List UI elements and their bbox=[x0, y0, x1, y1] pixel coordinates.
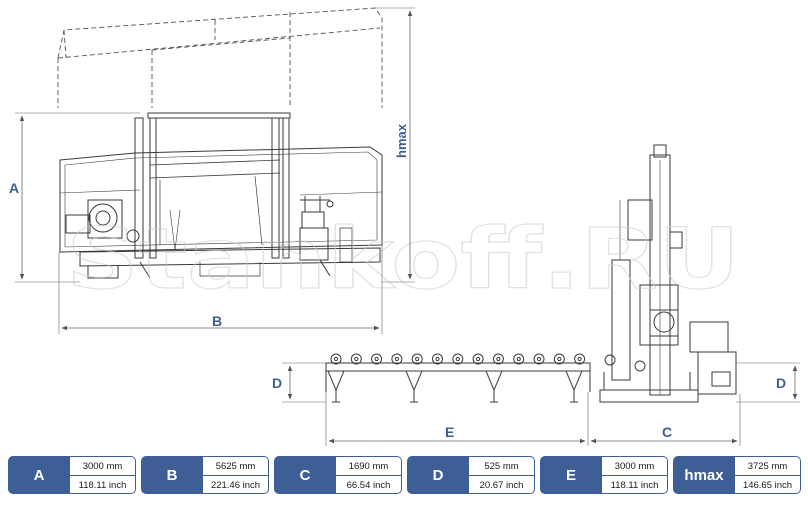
roller bbox=[330, 353, 342, 365]
spec-key: B bbox=[141, 456, 203, 494]
watermark: Stankoff.RU bbox=[66, 210, 740, 308]
roller bbox=[574, 353, 586, 365]
machine-side-view bbox=[599, 144, 737, 403]
spec-values: 5625 mm 221.46 inch bbox=[203, 456, 269, 494]
roller-hub bbox=[516, 356, 521, 362]
spec-key: A bbox=[8, 456, 70, 494]
dimension-lines bbox=[15, 7, 800, 446]
dimension-label-c: C bbox=[662, 424, 672, 440]
roller-hub bbox=[374, 356, 379, 362]
technical-drawing: Stankoff.RU A B hmax D D E C bbox=[9, 7, 800, 446]
roller-hub bbox=[415, 356, 420, 362]
conveyor-leg bbox=[327, 370, 345, 403]
dimension-label-hmax: hmax bbox=[394, 123, 409, 158]
roller bbox=[492, 353, 504, 365]
dimension-label-d-right: D bbox=[776, 375, 786, 391]
roller bbox=[472, 353, 484, 365]
roller-hub bbox=[394, 356, 399, 362]
spec-inch: 66.54 inch bbox=[346, 479, 391, 491]
roller-hub bbox=[577, 356, 582, 362]
spec-inch: 146.65 inch bbox=[742, 479, 793, 491]
spec-b: B 5625 mm 221.46 inch bbox=[141, 456, 269, 494]
roller bbox=[513, 353, 525, 365]
spec-inch: 20.67 inch bbox=[479, 479, 524, 491]
spec-mm: 5625 mm bbox=[203, 457, 268, 476]
spec-values: 3725 mm 146.65 inch bbox=[735, 456, 801, 494]
spec-values: 3000 mm 118.11 inch bbox=[602, 456, 668, 494]
spec-inch: 118.11 inch bbox=[610, 479, 659, 491]
spec-inch: 118.11 inch bbox=[78, 479, 127, 491]
roller-hub bbox=[333, 356, 339, 362]
spec-a: A 3000 mm 118.11 inch bbox=[8, 456, 136, 494]
roller bbox=[553, 353, 565, 365]
roller bbox=[391, 353, 403, 365]
spec-key: C bbox=[274, 456, 336, 494]
spec-table: A 3000 mm 118.11 inch B 5625 mm 221.46 i… bbox=[0, 456, 808, 496]
spec-hmax: hmax 3725 mm 146.65 inch bbox=[673, 456, 801, 494]
spec-key: E bbox=[540, 456, 602, 494]
raised-head-outline bbox=[57, 7, 383, 108]
spec-e: E 3000 mm 118.11 inch bbox=[540, 456, 668, 494]
spec-values: 525 mm 20.67 inch bbox=[469, 456, 535, 494]
roller-hub bbox=[536, 356, 542, 362]
roller bbox=[371, 353, 383, 365]
machine-front-view bbox=[59, 112, 383, 279]
spec-c: C 1690 mm 66.54 inch bbox=[274, 456, 402, 494]
spec-values: 1690 mm 66.54 inch bbox=[336, 456, 402, 494]
conveyor-leg bbox=[405, 370, 423, 403]
dimension-label-a: A bbox=[9, 180, 19, 196]
roller-hub bbox=[476, 356, 481, 362]
roller-hub bbox=[435, 356, 440, 362]
roller-hub bbox=[354, 356, 359, 362]
spec-d: D 525 mm 20.67 inch bbox=[407, 456, 535, 494]
spec-values: 3000 mm 118.11 inch bbox=[70, 456, 136, 494]
spec-mm: 3000 mm bbox=[602, 457, 667, 476]
roller bbox=[350, 353, 362, 365]
dimension-label-b: B bbox=[212, 313, 222, 329]
spec-mm: 1690 mm bbox=[336, 457, 401, 476]
spec-key: hmax bbox=[673, 456, 735, 494]
roller-hub bbox=[496, 356, 501, 362]
spec-mm: 525 mm bbox=[469, 457, 534, 476]
conveyor-leg bbox=[565, 370, 583, 403]
dimension-label-e: E bbox=[445, 424, 454, 440]
spec-inch: 221.46 inch bbox=[210, 479, 261, 491]
dimension-label-d-left: D bbox=[272, 375, 282, 391]
roller bbox=[411, 353, 423, 365]
spec-mm: 3000 mm bbox=[70, 457, 135, 476]
roller-conveyor bbox=[325, 353, 591, 403]
roller bbox=[533, 353, 545, 365]
conveyor-leg bbox=[485, 370, 503, 403]
spec-mm: 3725 mm bbox=[735, 457, 800, 476]
roller-hub bbox=[455, 356, 460, 362]
roller bbox=[432, 353, 443, 365]
spec-key: D bbox=[407, 456, 469, 494]
roller-hub bbox=[557, 356, 562, 362]
roller bbox=[452, 353, 464, 365]
